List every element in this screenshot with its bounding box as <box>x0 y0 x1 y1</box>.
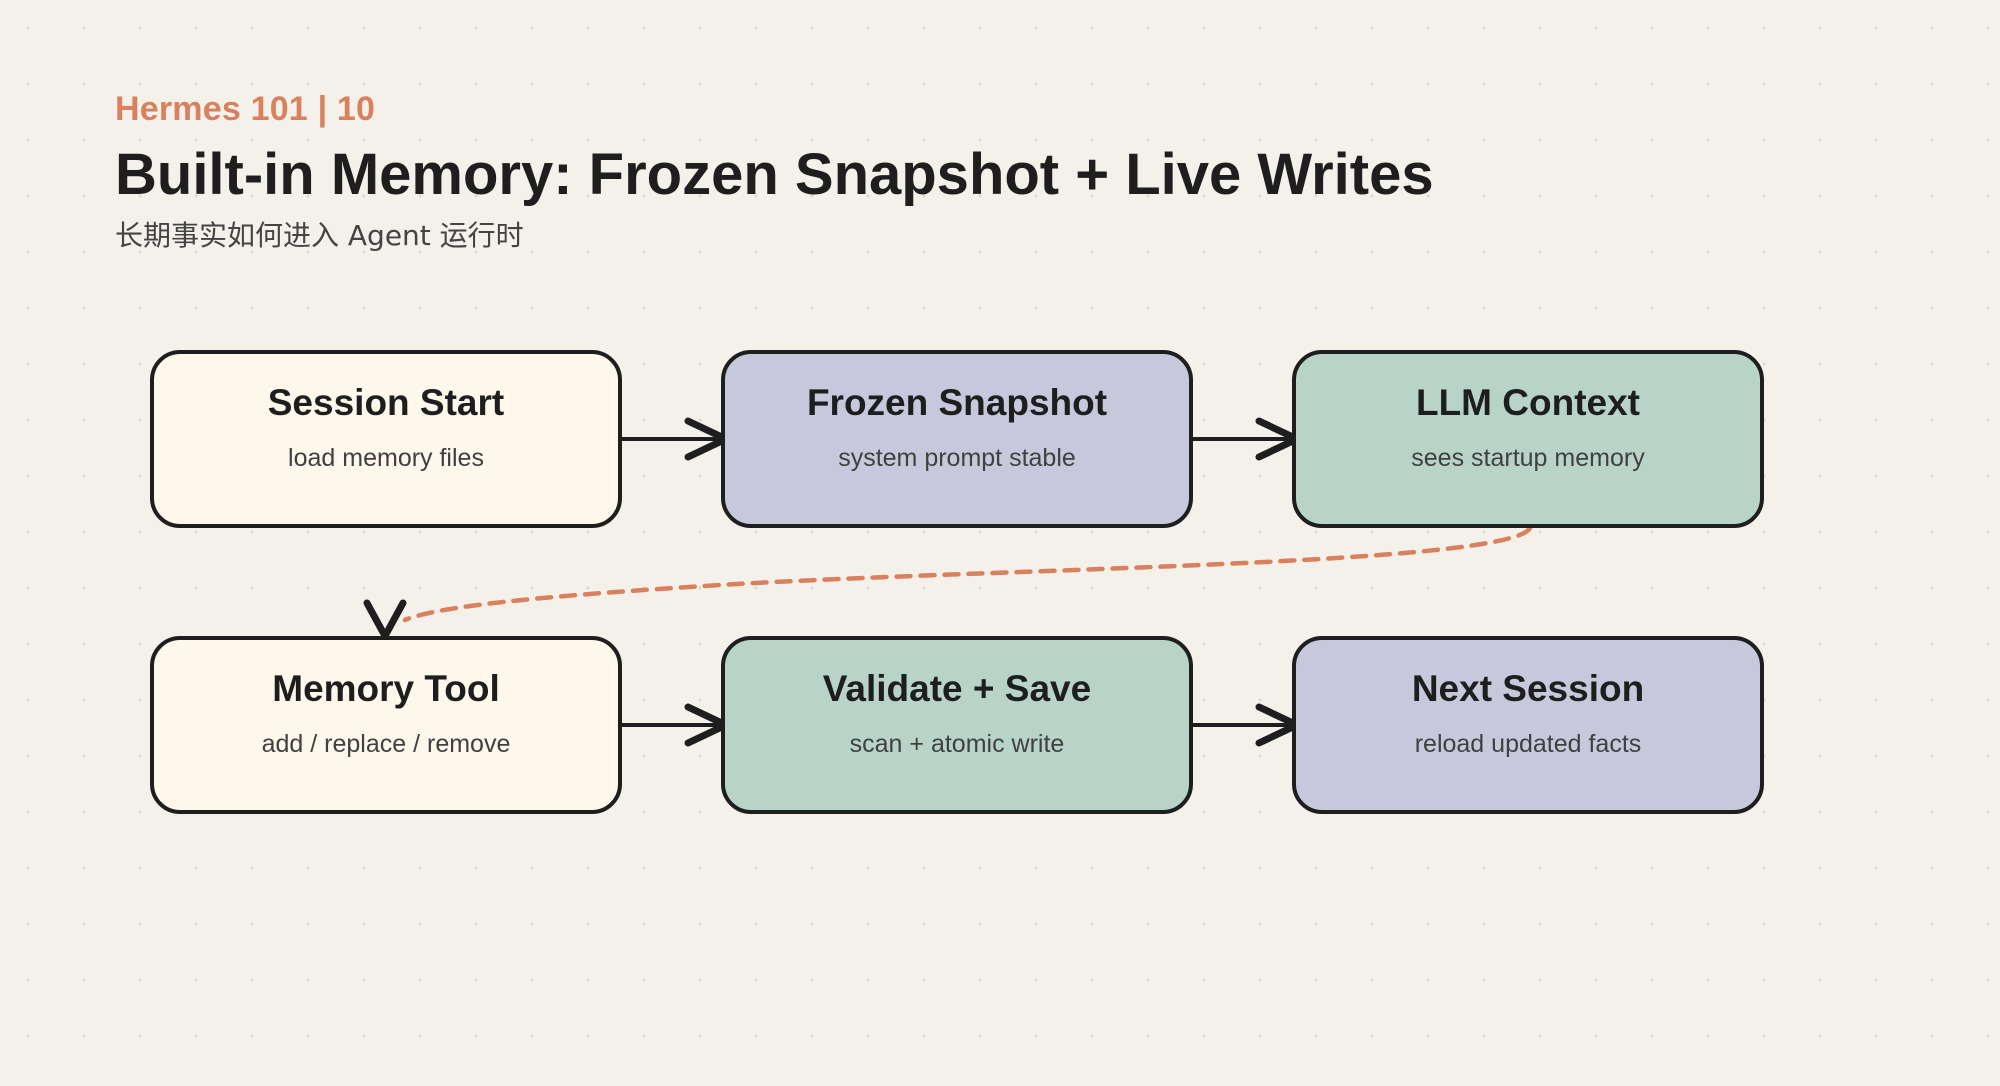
node-memory-tool: Memory Tool add / replace / remove <box>150 636 622 814</box>
node-frozen-snapshot: Frozen Snapshot system prompt stable <box>721 350 1193 528</box>
node-next-session: Next Session reload updated facts <box>1292 636 1764 814</box>
header: Hermes 101 | 10 Built-in Memory: Frozen … <box>115 88 1434 254</box>
node-title: Next Session <box>1411 668 1645 709</box>
node-subtitle: add / replace / remove <box>261 730 511 758</box>
edge-frozen-snapshot-to-llm-context <box>1193 417 1306 461</box>
node-title: Session Start <box>267 382 505 423</box>
node-title: Memory Tool <box>272 668 500 709</box>
edge-validate-save-to-next-session <box>1193 703 1306 747</box>
node-validate-save: Validate + Save scan + atomic write <box>721 636 1193 814</box>
node-session-start: Session Start load memory files <box>150 350 622 528</box>
node-subtitle: system prompt stable <box>838 444 1076 472</box>
node-llm-context: LLM Context sees startup memory <box>1292 350 1764 528</box>
page-subtitle: 长期事实如何进入 Agent 运行时 <box>115 219 524 252</box>
edge-memory-tool-to-validate-save <box>622 703 735 747</box>
edge-session-start-to-frozen-snapshot <box>622 417 735 461</box>
node-title: Validate + Save <box>822 668 1092 709</box>
page-title: Built-in Memory: Frozen Snapshot + Live … <box>115 142 1434 207</box>
node-subtitle: scan + atomic write <box>849 730 1065 758</box>
node-subtitle: reload updated facts <box>1414 730 1642 758</box>
node-subtitle: sees startup memory <box>1411 444 1645 472</box>
node-title: Frozen Snapshot <box>806 382 1108 423</box>
series-label: Hermes 101 | 10 <box>115 90 376 128</box>
node-subtitle: load memory files <box>288 444 484 472</box>
edge-llm-context-to-memory-tool <box>363 525 1533 644</box>
node-title: LLM Context <box>1415 382 1641 423</box>
